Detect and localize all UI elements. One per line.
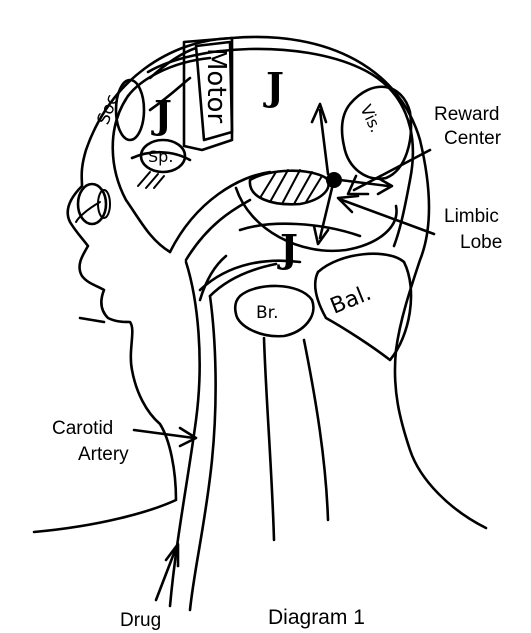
- region-label-bal: Bal.: [327, 281, 375, 320]
- carotid-branch: [210, 264, 276, 296]
- limbic-hatched: [250, 171, 329, 205]
- label-limbic: Limbic: [444, 206, 499, 227]
- diagram-caption: Diagram 1: [268, 606, 365, 629]
- j-glyph-parietal: J: [263, 64, 284, 109]
- j-glyph-frontal: J: [151, 92, 172, 137]
- label-carotid: Carotid: [52, 418, 113, 439]
- region-label-sp: Sp.: [148, 147, 173, 166]
- j-glyph-limbic: J: [277, 226, 298, 271]
- label-drug: Drug: [120, 610, 161, 631]
- midbrain-curve-1: [170, 172, 270, 252]
- label-reward: Reward: [434, 104, 499, 125]
- label-center: Center: [444, 128, 502, 149]
- midbrain-curve-4: [240, 224, 360, 236]
- region-label-vis: Vis.: [356, 102, 385, 136]
- mouth-line: [80, 318, 104, 322]
- region-label-soc: Soc.: [94, 87, 125, 128]
- carotid-artery-inner: [190, 296, 216, 610]
- brainstem-2: [304, 340, 328, 520]
- label-lobe: Lobe: [460, 232, 502, 253]
- region-label-motor: Motor: [201, 48, 231, 123]
- brainstem: [264, 338, 274, 540]
- label-arrows: [338, 150, 434, 234]
- region-label-br: Br.: [256, 303, 279, 323]
- label-artery: Artery: [78, 444, 129, 465]
